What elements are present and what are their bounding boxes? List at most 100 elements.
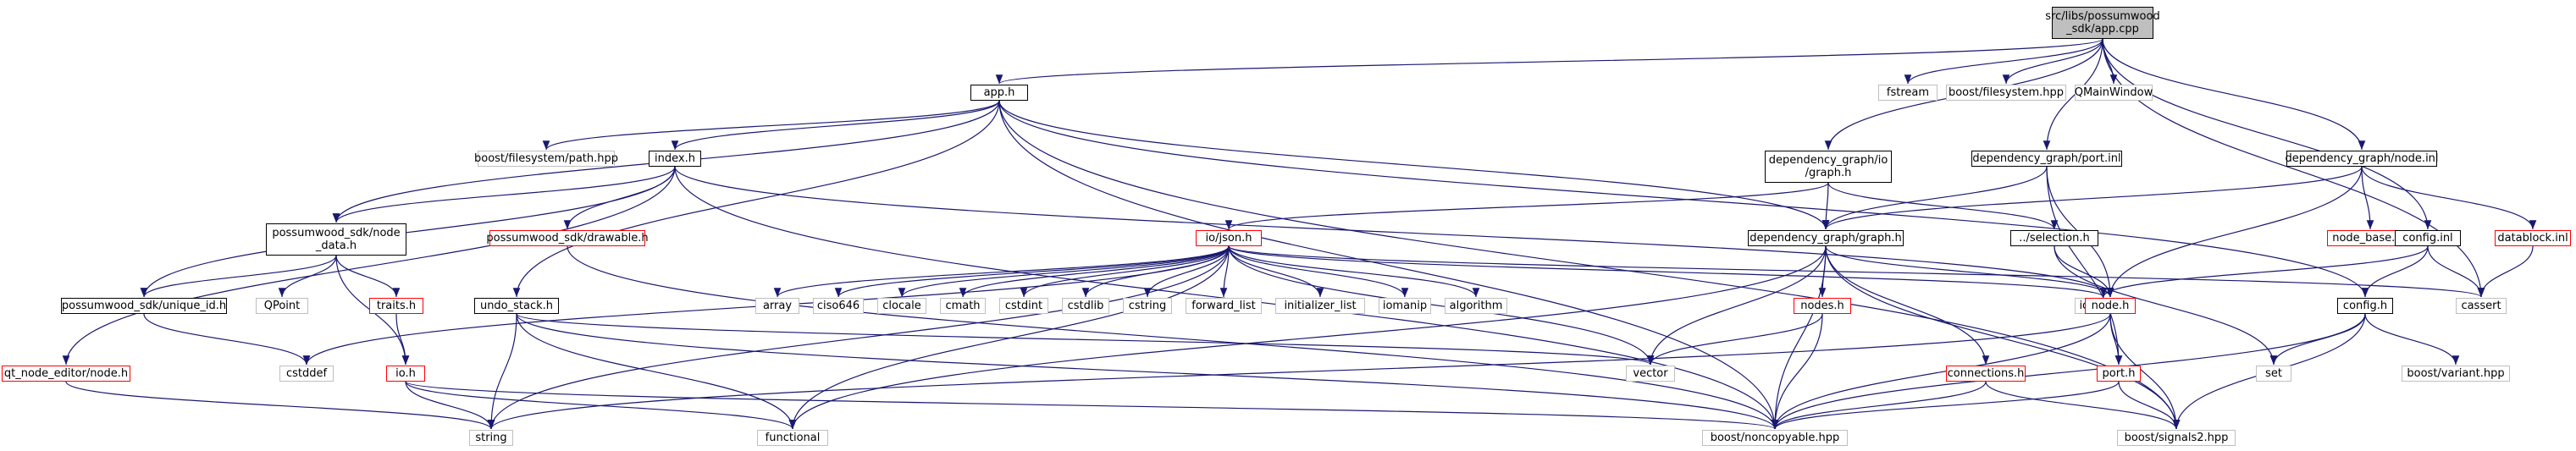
node-label: io.h (395, 367, 416, 380)
node-qpoint: QPoint (256, 298, 308, 314)
node-label: set (2265, 367, 2282, 380)
edge-app-h-to-config-h (998, 100, 2369, 298)
node-label: _sdk/app.cpp (2066, 23, 2139, 36)
edge-dg-graph-h-to-vector (1646, 245, 1827, 366)
node-label: dependency_graph/port.inl (1972, 152, 2121, 165)
node-fstream: fstream (1878, 85, 1938, 101)
node-label: cstdint (1004, 300, 1043, 312)
edge-node-h-to-noncopyable (1771, 313, 2111, 430)
node-cmath: cmath (940, 298, 986, 314)
node-dg-port-inl[interactable]: dependency_graph/port.inl (1971, 151, 2122, 167)
node-cstring: cstring (1123, 298, 1172, 314)
node-index-h[interactable]: index.h (649, 151, 701, 167)
node-algorithm: algorithm (1445, 298, 1507, 314)
edge-dg-node-inl-to-node-base-inl (2361, 166, 2374, 230)
edge-dg-graph-h-to-noncopyable (1771, 245, 1827, 430)
node-label: boost/filesystem/path.hpp (474, 152, 619, 165)
node-dg-io-graph[interactable]: dependency_graph/io/graph.h (1765, 151, 1892, 183)
node-node-h[interactable]: node.h (2085, 298, 2136, 314)
node-label: vector (1633, 367, 1668, 380)
node-config-inl[interactable]: config.inl (2395, 230, 2461, 246)
edge-config-h-to-noncopyable (1771, 313, 2366, 430)
node-dg-node-inl[interactable]: dependency_graph/node.inl (2285, 151, 2439, 167)
node-label: _data.h (315, 239, 357, 252)
node-vector: vector (1626, 366, 1675, 382)
node-label: possumwood_sdk/unique_id.h (61, 300, 227, 312)
node-node-base-inl[interactable]: node_base.inl (2327, 230, 2413, 246)
node-config-h[interactable]: config.h (2337, 298, 2393, 314)
node-label: ../selection.h (2019, 232, 2090, 245)
edge-io-json-to-algorithm (1228, 245, 1480, 298)
node-cstddef: cstddef (279, 366, 334, 382)
node-label: node_base.inl (2332, 232, 2408, 245)
node-label: app.h (983, 86, 1015, 99)
edge-app-h-to-undo-stack (512, 100, 1000, 298)
edge-io-json-to-functional (788, 245, 1230, 430)
node-boost-variant: boost/variant.hpp (2402, 366, 2510, 382)
edge-config-inl-to-iostream (2099, 245, 2429, 298)
node-port-h[interactable]: port.h (2097, 366, 2141, 382)
node-app-cpp: src/libs/possumwood_sdk/app.cpp (2045, 7, 2160, 39)
node-label: boost/filesystem.hpp (1948, 86, 2065, 99)
node-drawable-h[interactable]: possumwood_sdk/drawable.h (486, 230, 649, 246)
node-label: dependency_graph/graph.h (1750, 232, 1902, 245)
node-clocale: clocale (877, 298, 926, 314)
edge-dg-graph-h-to-functional (788, 245, 1827, 430)
node-array: array (755, 298, 799, 314)
node-nodes-h[interactable]: nodes.h (1794, 298, 1851, 314)
edge-connections-h-to-noncopyable (1771, 381, 1987, 430)
node-label: src/libs/possumwood (2045, 10, 2160, 23)
node-traits-h[interactable]: traits.h (369, 298, 423, 314)
node-label: traits.h (376, 300, 417, 312)
node-cstdlib: cstdlib (1062, 298, 1109, 314)
node-connections-h[interactable]: connections.h (1946, 366, 2026, 382)
node-cassert: cassert (2456, 298, 2507, 314)
edge-node-data-to-traits-h (335, 255, 401, 298)
node-label: index.h (655, 152, 695, 165)
node-label: possumwood_sdk/drawable.h (486, 232, 649, 245)
node-label: port.h (2102, 367, 2136, 380)
node-label: fstream (1886, 86, 1930, 99)
node-noncopyable: boost/noncopyable.hpp (1702, 430, 1848, 446)
edge-io-json-to-array (773, 245, 1230, 298)
node-boost-fs-path: boost/filesystem/path.hpp (474, 151, 618, 167)
edge-dg-io-graph-to-io-json (1224, 182, 1829, 230)
node-dg-graph-h[interactable]: dependency_graph/graph.h (1748, 230, 1904, 246)
node-datablock-inl[interactable]: datablock.inl (2495, 230, 2571, 246)
node-label: array (762, 300, 793, 312)
edge-selection-h-to-set (2054, 245, 2278, 366)
node-label: qt_node_editor/node.h (3, 367, 129, 380)
node-io-json[interactable]: io/json.h (1196, 230, 1262, 246)
edge-dg-port-inl-to-dg-graph-h (1821, 166, 2048, 230)
node-app-h[interactable]: app.h (970, 85, 1028, 101)
edge-dg-graph-h-to-node-h (1825, 245, 2114, 298)
node-string: string (469, 430, 513, 446)
edge-qt-node-editor-to-string (65, 381, 495, 430)
edge-index-h-to-unique-id (140, 166, 676, 298)
node-undo-stack[interactable]: undo_stack.h (474, 298, 559, 314)
edge-io-json-to-iomanip (1228, 245, 1409, 298)
edge-app-h-to-index-h (671, 100, 1000, 151)
edge-undo-stack-to-string (487, 313, 517, 430)
node-unique-id[interactable]: possumwood_sdk/unique_id.h (61, 298, 227, 314)
node-label: cassert (2461, 300, 2501, 312)
edge-io-json-to-cstring (1143, 245, 1230, 298)
edge-nodes-h-to-vector (1646, 313, 1823, 366)
node-label: node.h (2091, 300, 2130, 312)
node-label: algorithm (1449, 300, 1503, 312)
node-selection-h[interactable]: ../selection.h (2010, 230, 2098, 246)
edge-dg-node-inl-to-dg-graph-h (1821, 166, 2363, 230)
node-label: io/json.h (1205, 232, 1252, 245)
node-qt-node-editor[interactable]: qt_node_editor/node.h (2, 366, 130, 382)
edge-connections-h-to-signals2 (1985, 381, 2181, 430)
node-io-h[interactable]: io.h (386, 366, 425, 382)
node-node-data[interactable]: possumwood_sdk/node_data.h (266, 223, 406, 256)
node-label: boost/variant.hpp (2407, 367, 2505, 380)
edge-node-h-to-signals2 (2109, 313, 2181, 430)
node-label: initializer_list (1284, 300, 1357, 312)
node-ciso646: ciso646 (813, 298, 864, 314)
edge-app-h-to-signals2 (998, 100, 2181, 430)
edge-app-cpp-to-config-inl (2102, 38, 2432, 230)
